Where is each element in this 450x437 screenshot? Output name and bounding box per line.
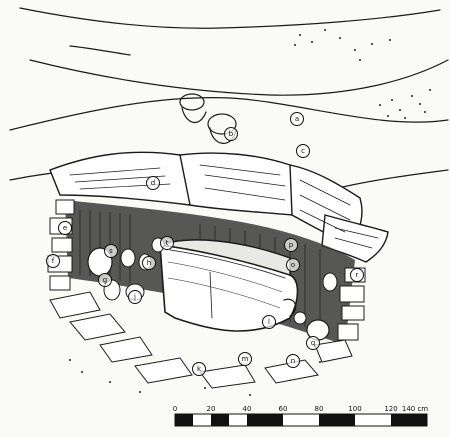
- label-r: r: [350, 268, 364, 282]
- label-c: c: [296, 144, 310, 158]
- sarcophagus: [159, 239, 299, 332]
- label-j: j: [128, 290, 142, 304]
- label-q: q: [306, 336, 320, 350]
- right-vessels: [293, 272, 338, 341]
- scale-tick-4: 80: [314, 405, 324, 413]
- label-d: d: [146, 176, 160, 190]
- label-h: h: [142, 256, 156, 270]
- scale-tick-2: 40: [242, 405, 252, 413]
- label-b: b: [224, 127, 238, 141]
- floor-stones: [49, 291, 353, 389]
- scale-tick-5: 100: [348, 405, 362, 413]
- label-e: e: [58, 221, 72, 235]
- roof-slabs: [49, 151, 389, 263]
- left-wall: [47, 199, 75, 291]
- label-s: s: [104, 244, 118, 258]
- label-l: l: [262, 315, 276, 329]
- scale-labels: 0 20 40 60 80 100 120 140 cm: [170, 405, 430, 415]
- label-m: m: [238, 352, 252, 366]
- scale-tick-7: 140 cm: [401, 405, 429, 413]
- label-g: g: [98, 273, 112, 287]
- terrain-contours: [9, 7, 449, 191]
- label-a: a: [290, 112, 304, 126]
- scale-tick-1: 20: [206, 405, 216, 413]
- stipple-shading: [69, 29, 431, 396]
- scale-tick-3: 60: [278, 405, 288, 413]
- label-o: o: [286, 258, 300, 272]
- label-k: k: [192, 362, 206, 376]
- label-f: f: [46, 254, 60, 268]
- scale-bar: [174, 413, 428, 427]
- label-n: n: [286, 354, 300, 368]
- scale-tick-0: 0: [172, 405, 178, 413]
- label-p: p: [284, 238, 298, 252]
- label-t: t: [160, 236, 174, 250]
- scale-tick-6: 120: [384, 405, 398, 413]
